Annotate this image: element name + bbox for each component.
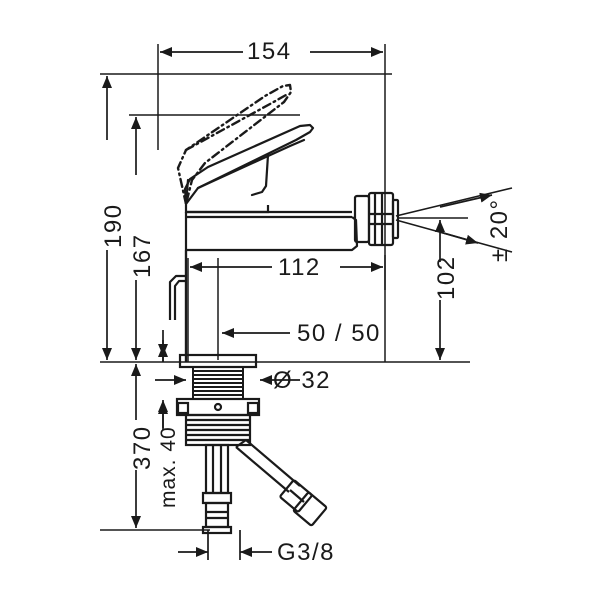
mounting-stud [201, 443, 233, 535]
label-thread-size: G3/8 [277, 539, 336, 566]
flexible-supply-hose [235, 439, 328, 527]
label-handle-height: 167 [129, 233, 156, 278]
extension-lines [100, 44, 470, 531]
label-overall-height: 190 [100, 203, 127, 248]
popup-waste-rod [168, 274, 186, 320]
label-spout-projection: 112 [278, 254, 321, 281]
faucet-aerator [353, 191, 400, 247]
label-max-counter-thickness: max. 40 [157, 426, 180, 508]
mounting-bracket [175, 397, 261, 447]
label-shank-diameter: Ø 32 [273, 367, 332, 394]
swivel-angle-arrows [439, 192, 493, 245]
dimension-thread-size [178, 530, 272, 560]
label-hose-length: 370 [129, 425, 156, 470]
label-handle-clearance: 50 / 50 [297, 320, 381, 347]
label-spout-height: 102 [433, 255, 460, 300]
label-swivel-angle: ± 20° [486, 198, 513, 262]
label-overall-width: 154 [247, 38, 292, 65]
faucet-upper-body [184, 205, 352, 214]
faucet-body-and-spout [184, 212, 359, 362]
threaded-shank [192, 366, 244, 400]
faucet-lever-raised-position [176, 83, 293, 206]
